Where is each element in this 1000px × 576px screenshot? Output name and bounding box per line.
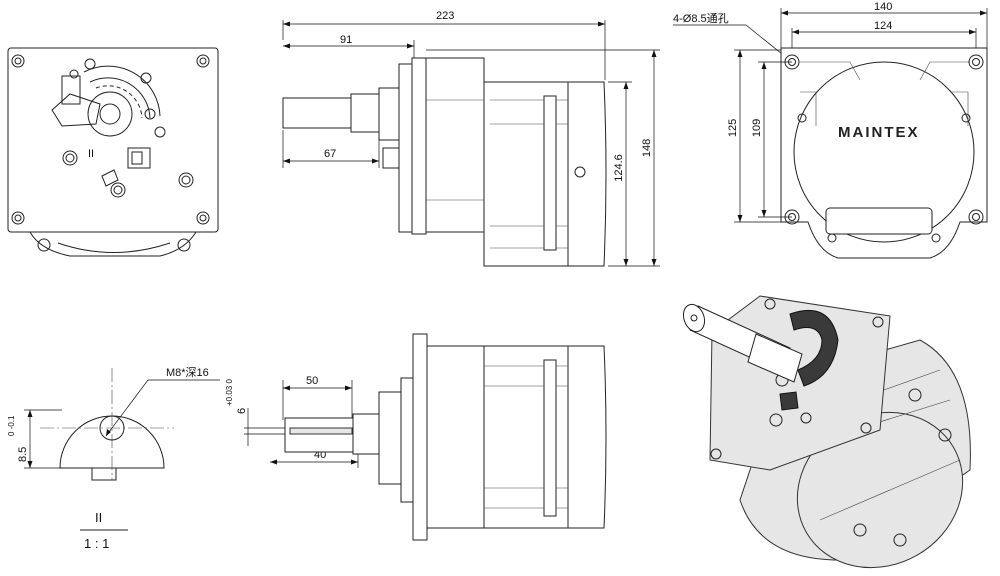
dim-key-width: 6: [236, 408, 248, 414]
dim-bolt-spacing-h: 109: [751, 119, 763, 137]
isometric-render: [682, 295, 971, 569]
brand-text: MAINTEX: [838, 124, 920, 141]
dim-key-length: 50: [306, 375, 318, 387]
section-label: II: [95, 510, 102, 525]
dim-key-width-tol: +0.03 0: [225, 379, 234, 406]
side-view-bottom: 50 40 6 +0.03 0: [225, 333, 607, 541]
dim-shaft-flat-tol: 0 -0.1: [7, 415, 16, 436]
dim-flange-height-right: 125: [727, 119, 739, 137]
side-view-top: 223 91 67: [282, 10, 660, 267]
hole-callout: 4-Ø8.5通孔: [673, 12, 729, 25]
section-marker-label: II: [88, 148, 94, 160]
tap-callout: M8*深16: [166, 366, 209, 379]
dim-shaft-flat: 8.5: [17, 447, 29, 462]
dim-flange-to-shaft: 91: [340, 34, 352, 46]
dim-housing-height: 124.6: [613, 154, 625, 182]
scale-label: 1 : 1: [84, 536, 109, 551]
dim-bolt-spacing-w: 124: [874, 20, 892, 32]
dim-overall-length: 223: [436, 10, 454, 22]
shaft-section-view: M8*深16 8.5 0 -0.1 II 1 : 1: [7, 366, 220, 551]
dim-flange-height: 148: [641, 139, 653, 157]
dim-shaft-length: 67: [324, 148, 336, 160]
rear-end-view: 140 124 4-Ø8.5通孔 MAINTEX 125 109: [673, 1, 988, 259]
dim-flange-width: 140: [874, 1, 892, 13]
end-view-shaft-side: II: [7, 47, 219, 257]
